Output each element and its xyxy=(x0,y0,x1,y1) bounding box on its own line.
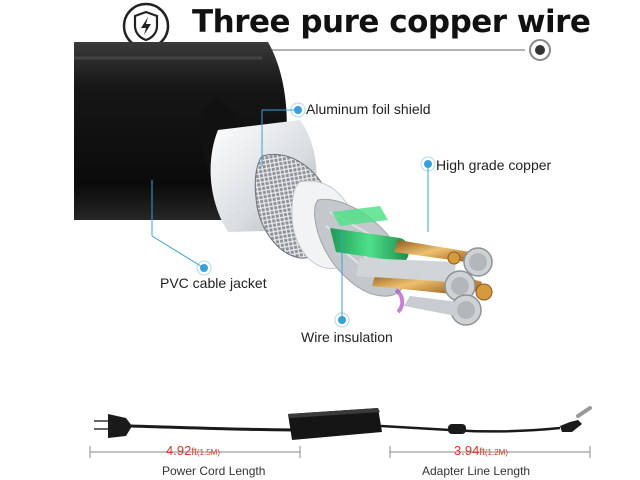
callout-aluminum-foil: Aluminum foil shield xyxy=(306,101,431,117)
dimension-lines xyxy=(89,446,591,458)
power-cord-length-value: 4.92ft(1.5M) xyxy=(166,443,220,458)
callout-high-grade-copper: High grade copper xyxy=(436,157,552,173)
header-icon-badge xyxy=(122,2,170,50)
dc-plug xyxy=(560,406,592,432)
callout-wire-insulation: Wire insulation xyxy=(301,329,393,345)
ferrite-bead xyxy=(448,424,466,434)
callout-dots xyxy=(196,102,436,328)
power-cord-length-caption: Power Cord Length xyxy=(162,464,266,478)
page-title: Three pure copper wire xyxy=(192,4,591,40)
adapter-brick xyxy=(288,408,382,440)
adapter-line-length-caption: Adapter Line Length xyxy=(422,464,531,478)
wall-plug xyxy=(94,414,132,438)
green-insulated-wire xyxy=(330,228,409,262)
shield-lightning-icon xyxy=(122,2,170,50)
silver-strand-ends xyxy=(356,247,493,326)
power-cord xyxy=(129,424,301,432)
callout-lines xyxy=(151,109,429,318)
callout-pvc-jacket: PVC cable jacket xyxy=(160,275,267,291)
adapter-line-length-value: 3.94ft(1.2M) xyxy=(454,443,508,458)
adapter-line xyxy=(379,424,561,433)
